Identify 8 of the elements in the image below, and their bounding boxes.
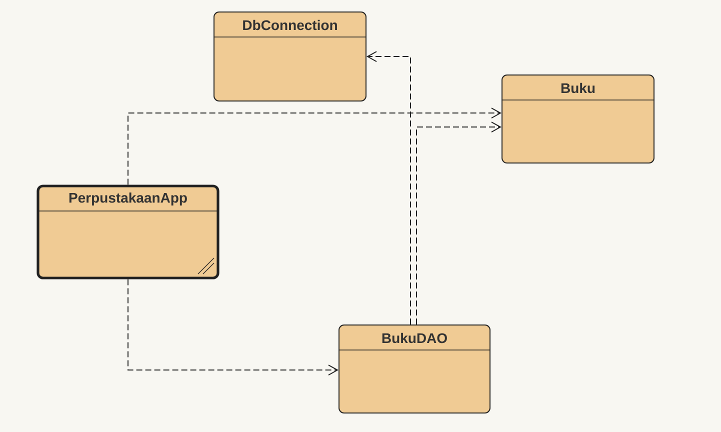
dependency-arrow bbox=[416, 122, 502, 325]
dependency-arrow bbox=[128, 108, 502, 186]
dependency-arrow bbox=[366, 51, 411, 325]
dependency-arrow bbox=[128, 278, 338, 376]
class-box: BukuDAO bbox=[338, 324, 490, 414]
class-box: DbConnection bbox=[214, 12, 366, 102]
class-box: PerpustakaanApp bbox=[36, 184, 220, 280]
class-box: Buku bbox=[502, 74, 654, 164]
